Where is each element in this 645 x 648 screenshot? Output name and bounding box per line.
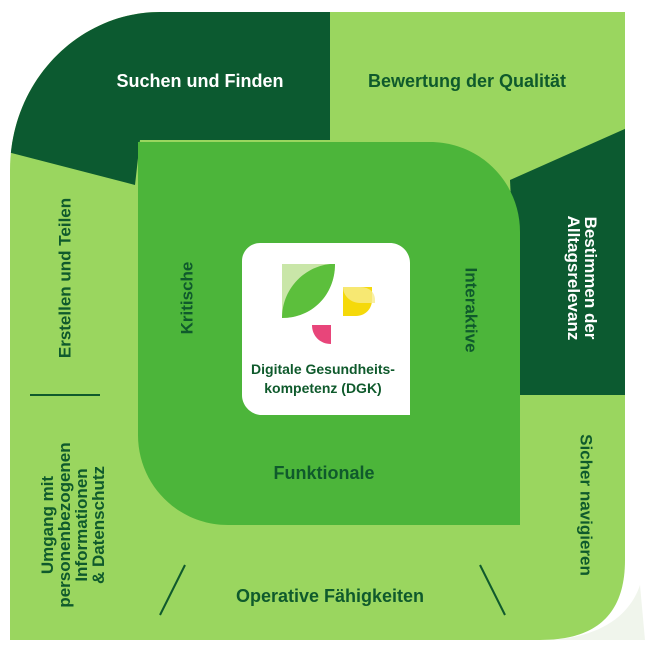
label-funktionale: Funktionale <box>273 463 375 483</box>
label-sicher-navigieren: Sicher navigieren <box>576 434 596 576</box>
logo-text-line-2: kompetenz (DGK) <box>264 380 382 396</box>
umgang-line-1: Umgang mit <box>38 475 57 575</box>
umgang-line-2: personenbezogenen <box>55 442 74 608</box>
umgang-line-3: Informationen <box>72 468 91 582</box>
dgk-logo-icon <box>282 264 375 344</box>
divider-bottom-right <box>479 564 506 616</box>
label-bewertung-der-qualitaet: Bewertung der Qualität <box>367 71 567 91</box>
logo-text-line-1: Digitale Gesundheits- <box>251 361 395 377</box>
divider-bottom-left <box>159 564 186 616</box>
label-suchen-und-finden: Suchen und Finden <box>116 71 284 91</box>
label-kritische: Kritische <box>177 261 197 335</box>
segment-suchen-und-finden <box>10 12 330 185</box>
label-operative-faehigkeiten: Operative Fähigkeiten <box>235 586 425 606</box>
segment-alltagsrelevanz <box>510 120 625 395</box>
label-erstellen-und-teilen: Erstellen und Teilen <box>55 197 75 359</box>
label-umgang-datenschutz: Umgang mit personenbezogenen Information… <box>38 442 108 608</box>
label-bestimmen-der-alltagsrelevanz: Bestimmen der Alltagsrelevanz <box>564 215 600 341</box>
label-interaktive: Interaktive <box>461 267 481 353</box>
umgang-line-4: & Datenschutz <box>89 465 108 585</box>
